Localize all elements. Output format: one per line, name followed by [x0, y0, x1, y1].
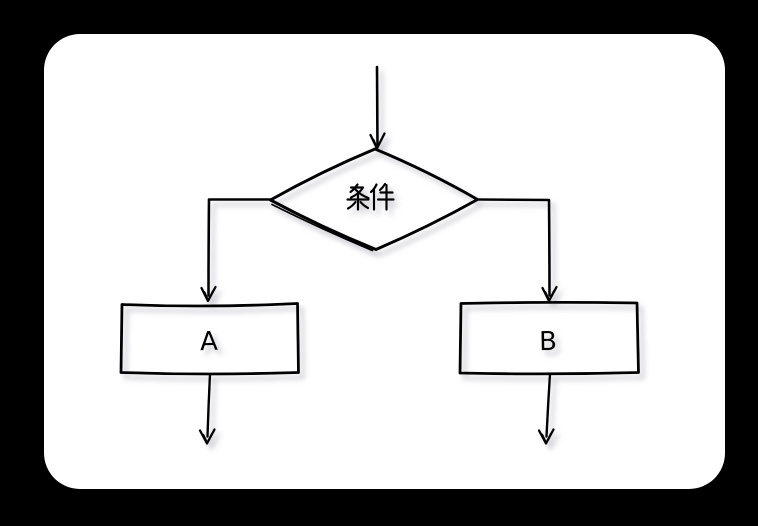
node-condition — [269, 147, 479, 252]
edge-left-line — [207, 198, 274, 297]
condition-diamond-outline — [269, 147, 479, 251]
arrowhead-inner-stroke — [541, 432, 552, 444]
node-a: A — [119, 302, 300, 376]
edge-right-line — [476, 198, 551, 297]
node-b: B — [458, 300, 640, 376]
arrowhead-inner-stroke — [202, 432, 213, 444]
edge-a-to-exit — [198, 372, 216, 445]
condition-label-glyphs — [346, 182, 395, 211]
node-b-outline — [458, 300, 640, 376]
edge-start-line — [375, 65, 379, 149]
node-b-label: B — [539, 327, 557, 357]
condition-diamond-sketch-doubleline — [271, 203, 374, 252]
arrowhead-inner-stroke — [544, 290, 555, 302]
edge-condition-to-a — [200, 198, 274, 303]
node-a-outline — [119, 302, 300, 376]
arrowhead-inner-stroke — [203, 290, 214, 302]
exit-b-line — [545, 372, 552, 438]
arrowhead-inner-stroke — [372, 137, 383, 149]
card-background — [44, 34, 725, 489]
node-a-label: A — [200, 327, 219, 357]
exit-a-line — [206, 372, 212, 438]
edge-b-to-exit — [537, 372, 555, 445]
